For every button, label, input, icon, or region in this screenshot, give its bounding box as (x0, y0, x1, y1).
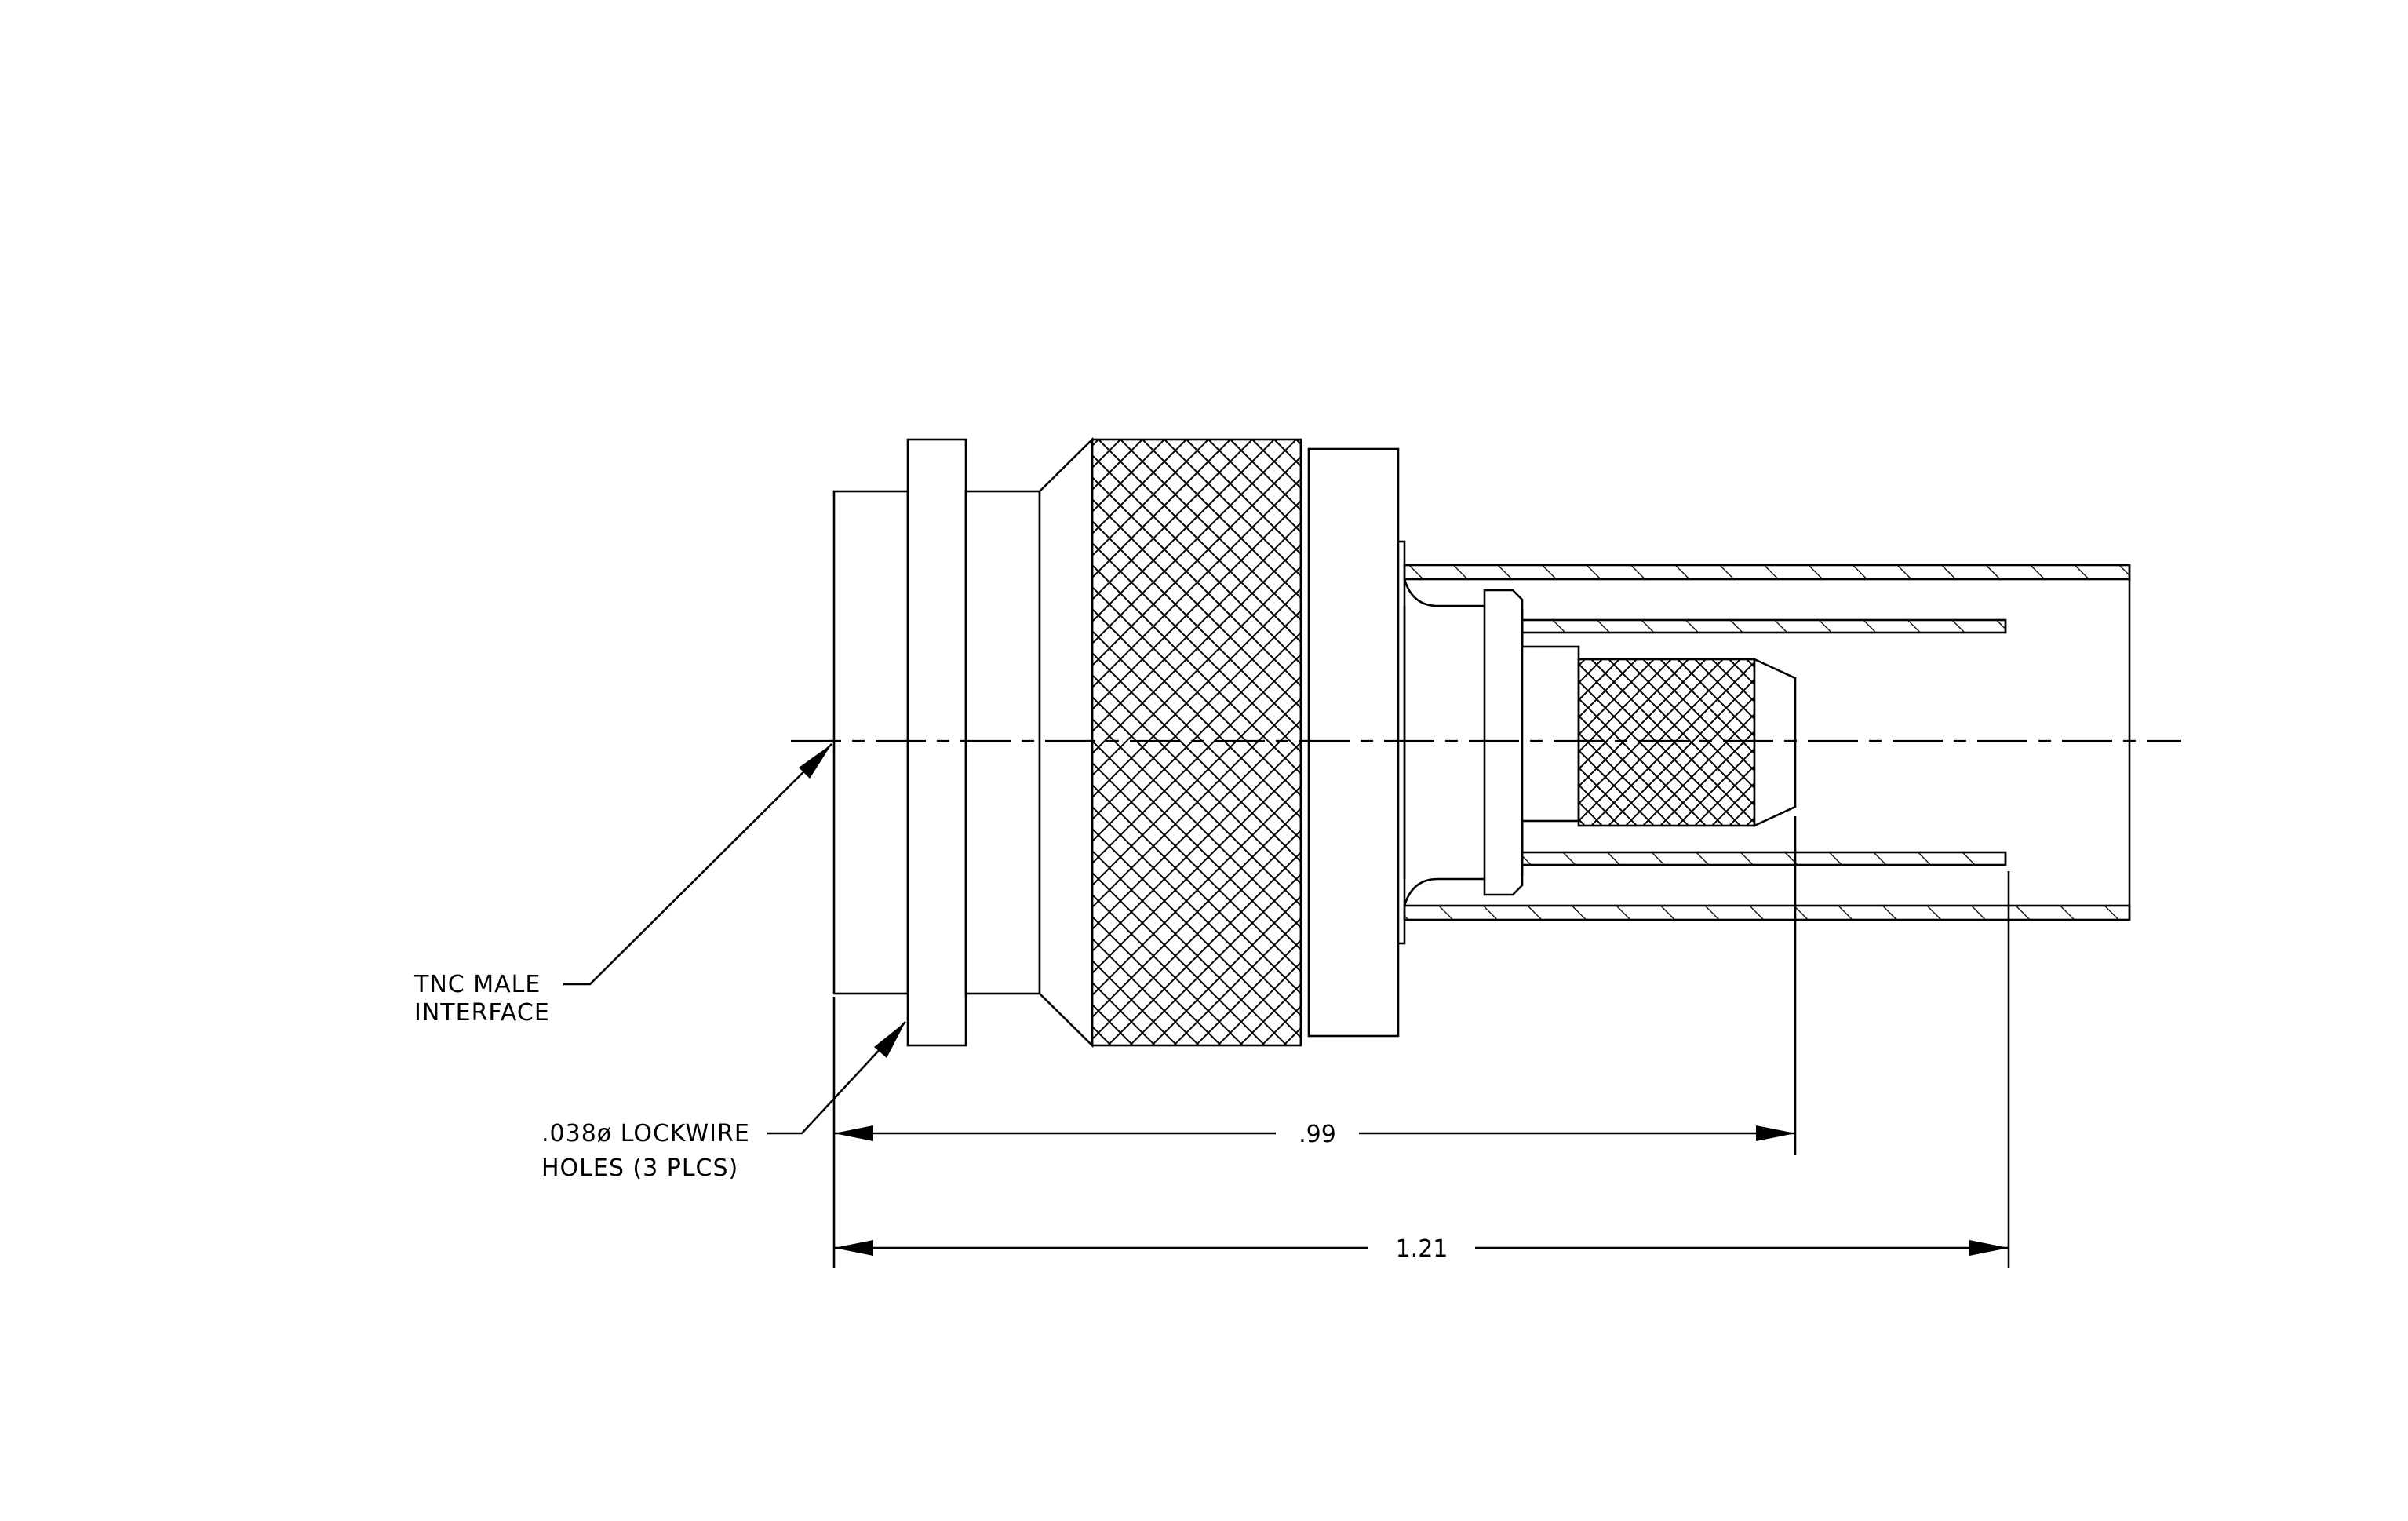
outer-ferrule-top-wall (1403, 564, 2131, 581)
inner-ferrule-bottom-wall (1521, 851, 2007, 866)
lockwire-flange (906, 438, 967, 1047)
dim-121-value: 1.21 (1396, 1235, 1448, 1263)
interface-leader-arrow (799, 744, 832, 779)
dim-99-arrow-left (834, 1125, 873, 1141)
interface-label-line1: TNC MALE (413, 971, 541, 998)
nut-neck (964, 490, 1041, 995)
dim-99-arrow-right (1756, 1125, 1795, 1141)
lockwire-leader (767, 1021, 906, 1135)
knurled-center-pin (1577, 658, 1756, 827)
lockwire-leader-arrow (874, 1022, 905, 1058)
knurled-coupling-nut (1091, 438, 1302, 1047)
dim-121-arrow-left (834, 1240, 873, 1256)
interface-face (832, 490, 909, 995)
dim-121-arrow-right (1969, 1240, 2009, 1256)
outer-ferrule-inner-top (1403, 578, 1485, 607)
inner-washer (1483, 589, 1524, 896)
lockwire-label-line2: HOLES (3 PLCS) (541, 1154, 738, 1182)
lockwire-label-line1: .038ø LOCKWIRE (541, 1120, 750, 1147)
interface-leader (563, 743, 832, 986)
interface-label-line2: INTERFACE (414, 999, 550, 1027)
nut-chamfer (1038, 436, 1094, 1049)
rear-body (1307, 447, 1400, 1038)
outer-ferrule-bottom-wall (1403, 904, 2131, 921)
contact-collar (1521, 645, 1580, 823)
inner-ferrule-top-wall (1521, 618, 2007, 634)
dim-99-value: .99 (1299, 1121, 1336, 1148)
outer-ferrule-inner-bottom (1403, 877, 1485, 906)
pin-tip (1753, 657, 1797, 828)
